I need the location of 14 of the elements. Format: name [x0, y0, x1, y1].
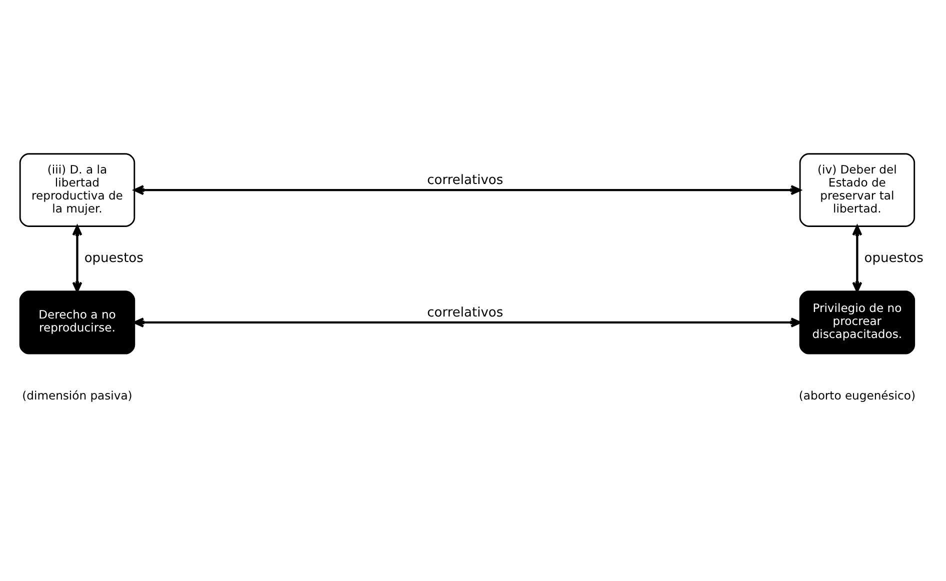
node-box: Derecho a no reproducirse. — [19, 290, 136, 354]
arrow — [134, 316, 802, 327]
edge-label: opuestos — [84, 250, 144, 266]
arrow — [72, 224, 82, 292]
node-box: (iii) D. a la libertad reproductiva de la mujer. — [19, 152, 136, 226]
node-label: (aborto eugenésico) — [798, 388, 916, 402]
node-label: (dimensión pasiva) — [22, 388, 132, 402]
arrow — [852, 224, 862, 292]
edge-label: correlativos — [427, 172, 504, 188]
node-box: Privilegio de no procrear discapacitados. — [799, 290, 916, 354]
node-box: (iv) Deber del Estado de preservar tal libertad. — [799, 152, 916, 226]
edge-label: opuestos — [864, 250, 924, 266]
arrow — [134, 184, 802, 195]
edge-label: correlativos — [427, 304, 504, 320]
